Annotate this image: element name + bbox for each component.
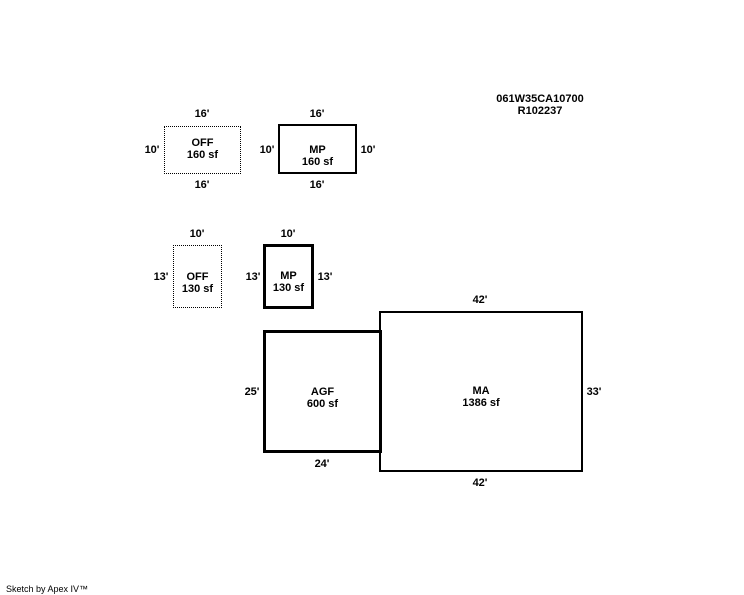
ma-dim-bottom: 42' [472, 477, 488, 489]
mp-bottom-code: MP [280, 270, 297, 282]
agf-dim-bottom: 24' [314, 458, 330, 470]
off-top-area: OFF 160 sf [164, 126, 241, 174]
mp-top-area: MP 160 sf [278, 124, 357, 174]
mp-top-size: 160 sf [301, 156, 334, 168]
off-bottom-dim-left: 13' [153, 271, 169, 283]
off-top-dim-top: 16' [194, 108, 210, 120]
ma-dim-top: 42' [472, 294, 488, 306]
account-number: R102237 [517, 105, 563, 117]
agf-code: AGF [310, 386, 335, 398]
off-bottom-code: OFF [186, 271, 209, 283]
agf-dim-left: 25' [244, 386, 260, 398]
agf-area: AGF 600 sf [263, 330, 382, 453]
parcel-id: 061W35CA10700 [496, 93, 584, 105]
ma-area: MA 1386 sf [379, 311, 583, 472]
mp-top-dim-top: 16' [309, 108, 325, 120]
mp-bottom-dim-right: 13' [317, 271, 333, 283]
off-bottom-dim-top: 10' [189, 228, 205, 240]
mp-bottom-dim-left: 13' [245, 271, 261, 283]
ma-dim-right: 33' [586, 386, 602, 398]
mp-bottom-dim-top: 10' [280, 228, 296, 240]
off-top-code: OFF [191, 137, 214, 149]
off-top-dim-left: 10' [144, 144, 160, 156]
off-top-size: 160 sf [186, 149, 219, 161]
mp-bottom-size: 130 sf [272, 282, 305, 294]
parcel-header: 061W35CA10700 R102237 [480, 93, 600, 117]
off-bottom-size: 130 sf [181, 283, 214, 295]
off-top-dim-bottom: 16' [194, 179, 210, 191]
mp-bottom-area: MP 130 sf [263, 244, 314, 309]
ma-code: MA [472, 385, 490, 397]
off-bottom-area: OFF 130 sf [173, 245, 222, 308]
sketch-credit: Sketch by Apex IV™ [6, 584, 89, 594]
mp-top-dim-left: 10' [259, 144, 275, 156]
mp-top-code: MP [309, 144, 326, 156]
ma-size: 1386 sf [462, 397, 500, 409]
mp-top-dim-bottom: 16' [309, 179, 325, 191]
agf-size: 600 sf [306, 398, 339, 410]
mp-top-dim-right: 10' [360, 144, 376, 156]
